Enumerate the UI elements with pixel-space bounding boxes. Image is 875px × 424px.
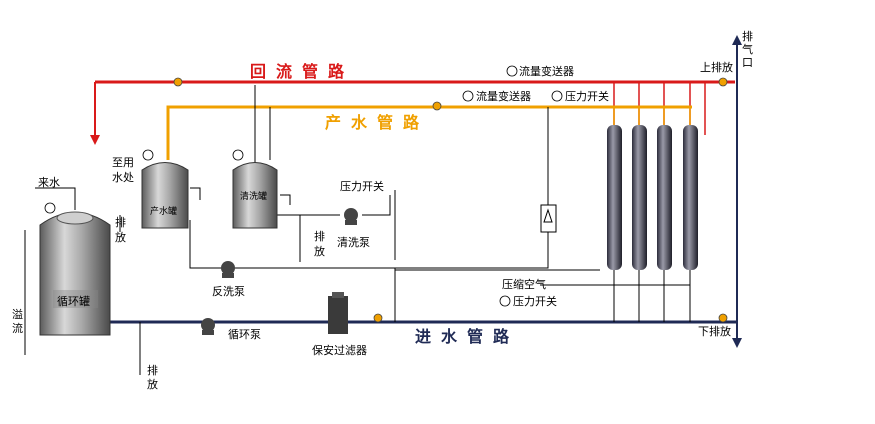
circulation-tank (39, 211, 111, 336)
return-line (90, 80, 735, 145)
drain-clean-label-1: 排 (314, 229, 325, 243)
cleaning-tank-label: 清洗罐 (240, 190, 267, 202)
security-filter (328, 292, 348, 334)
incoming-water-label: 来水 (38, 176, 60, 189)
instrument-gauges (44, 65, 563, 307)
pressure-switch-bottom-label: 压力开关 (513, 294, 557, 308)
vent-label-1: 排 (742, 29, 753, 43)
drain-product-label-1: 排 (115, 215, 126, 229)
return-line-label: 回流管路 (250, 62, 354, 81)
process-piping (24, 85, 691, 375)
compressed-air-label: 压缩空气 (502, 277, 546, 291)
cleaning-pump[interactable] (344, 208, 358, 225)
cleaning-tank (232, 162, 278, 229)
rotameter (540, 204, 557, 233)
vent-label-3: 口 (742, 56, 753, 69)
product-tank-label: 产水罐 (150, 205, 177, 217)
product-line-label: 产水管路 (325, 113, 429, 132)
flow-transmitter-2-label: 流量变送器 (476, 89, 531, 103)
pressure-switch-top-label: 压力开关 (565, 89, 609, 103)
pressure-switch-middle-label: 压力开关 (340, 179, 384, 193)
drain-circ-label-1: 排 (147, 363, 158, 377)
circulation-pump-label: 循环泵 (228, 328, 261, 341)
circulation-pump[interactable] (201, 318, 215, 335)
drain-product-label-2: 放 (115, 230, 126, 244)
drain-circ-label-2: 放 (147, 377, 158, 391)
product-line (166, 105, 692, 160)
vent-label-2: 气 (742, 42, 753, 56)
membrane-modules (607, 125, 698, 270)
upper-drain-label: 上排放 (700, 60, 733, 74)
valves[interactable] (173, 77, 728, 323)
feed-line-label: 进水管路 (415, 327, 519, 346)
circulation-tank-label: 循环罐 (57, 295, 90, 308)
product-tank (141, 162, 189, 229)
overflow-label-2: 流 (12, 321, 23, 335)
drain-clean-label-2: 放 (314, 244, 325, 258)
backwash-pump-label: 反洗泵 (212, 285, 245, 298)
cleaning-pump-label: 清洗泵 (337, 236, 370, 249)
flow-transmitter-1-label: 流量变送器 (519, 64, 574, 78)
overflow-label-1: 溢 (12, 307, 23, 321)
backwash-pump[interactable] (221, 261, 235, 278)
to-use-point-label-1: 至用 (112, 156, 134, 169)
lower-drain-label: 下排放 (698, 324, 731, 338)
to-use-point-label-2: 水处 (112, 171, 134, 184)
security-filter-label: 保安过滤器 (312, 343, 367, 357)
